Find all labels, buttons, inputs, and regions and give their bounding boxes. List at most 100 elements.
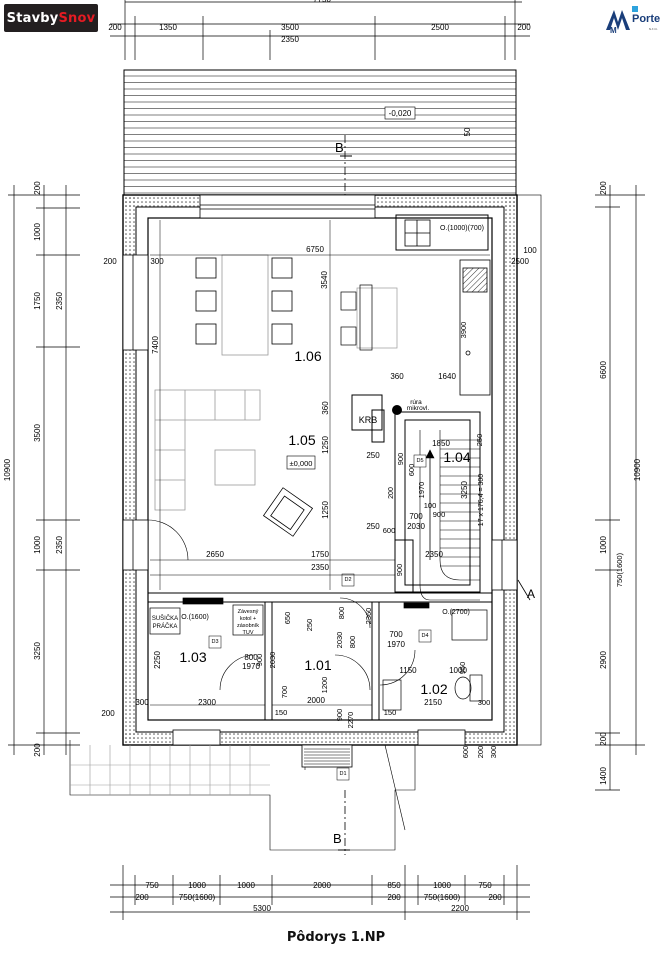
dim-int-360b: 360 xyxy=(321,401,330,415)
bathroom-fixtures xyxy=(382,602,488,711)
fireplace-icon xyxy=(392,405,402,415)
armchair xyxy=(262,487,314,537)
dim-int-250b: 250 xyxy=(366,522,380,531)
dim-int-1250: 1250 xyxy=(321,436,330,454)
dim-low-700b: 700 xyxy=(389,630,403,639)
mporte-logo: M Porte s.r.o. xyxy=(606,6,660,34)
room-1-04: 1.04 xyxy=(443,449,470,465)
dim-low-300b: 300 xyxy=(478,698,491,707)
sofa xyxy=(154,389,261,511)
dim-right-1: 200 xyxy=(599,181,608,195)
dim-low-150b: 150 xyxy=(384,708,397,717)
label-krb: KRB xyxy=(359,415,378,425)
dim-int-100b: 200 xyxy=(388,487,395,499)
label-rura: rúra xyxy=(410,399,422,406)
terrace xyxy=(123,69,517,196)
logo-right-word: Porte xyxy=(632,13,660,25)
label-kotol-1: Závesný xyxy=(238,609,259,615)
dim-low-2360: 2360 xyxy=(364,608,373,625)
dim-int-50: 600 xyxy=(383,526,396,535)
dim-low-300: 300 xyxy=(135,698,149,707)
section-label-top: B xyxy=(335,140,344,155)
door-d4: D4 xyxy=(421,633,428,639)
dim-int-1750: 1750 xyxy=(311,550,329,559)
dim-int-900: 900 xyxy=(396,453,405,466)
section-label-bottom: B xyxy=(333,831,342,846)
stairs-label: 17 x 176,4 = 300 xyxy=(478,474,485,526)
dim-top-6: 2350 xyxy=(281,35,299,44)
label-kotol-2: kotol + xyxy=(240,616,256,622)
dim-bottom-r2-4: 750(1600) xyxy=(424,893,461,902)
windows xyxy=(122,194,518,746)
logo-left-text-2: Snov xyxy=(58,10,96,26)
dim-low-250: 250 xyxy=(305,619,314,632)
top-dimensions xyxy=(110,0,530,60)
logo-left-text-1: Stavby xyxy=(6,10,59,26)
dim-bottom-3: 1000 xyxy=(237,881,255,890)
dim-right-6: 1400 xyxy=(599,767,608,785)
dim-int-700: 700 xyxy=(409,512,423,521)
dim-low-800b: 800 xyxy=(337,607,346,620)
dim-int-1970: 1970 xyxy=(417,482,426,499)
dim-bottom-7: 750 xyxy=(478,881,492,890)
logo-right-letter: M xyxy=(610,26,617,34)
room-1-03: 1.03 xyxy=(179,649,206,665)
dim-int-6750: 6750 xyxy=(306,245,324,254)
dim-int-250c: 250 xyxy=(475,434,484,447)
dining-set xyxy=(195,254,293,356)
dim-low-200: 200 xyxy=(476,746,485,759)
interior-dim-lines xyxy=(150,220,490,706)
dim-low-900: 900 xyxy=(255,654,264,667)
dim-bottom-total-left: 5300 xyxy=(253,904,271,913)
dim-int-2030: 2030 xyxy=(407,522,425,531)
dim-terrace-2500: 50 xyxy=(463,127,472,136)
dim-int-2350b: 2350 xyxy=(425,550,443,559)
dim-left-200: 200 xyxy=(103,257,117,266)
utility-fixtures xyxy=(149,597,264,636)
left-dimensions xyxy=(8,185,80,755)
dim-bottom-6: 1000 xyxy=(433,881,451,890)
dim-int-100: 100 xyxy=(424,501,437,510)
dim-int-600: 600 xyxy=(407,464,416,477)
dim-int-1640: 1640 xyxy=(438,372,456,381)
dim-low-900b: 900 xyxy=(335,709,344,722)
side-table xyxy=(340,284,398,351)
dim-int-2350: 2350 xyxy=(311,563,329,572)
bottom-dimensions xyxy=(110,865,530,920)
room-1-05: 1.05 xyxy=(288,432,315,448)
dim-low-650: 650 xyxy=(283,612,292,625)
dim-int-3250: 3250 xyxy=(460,481,469,499)
dim-low-800c: 800 xyxy=(348,636,357,649)
dim-top-3: 3500 xyxy=(281,23,299,32)
dim-bottom-total-right: 2200 xyxy=(451,904,469,913)
dim-left-mid-2: 2350 xyxy=(55,536,64,554)
dim-bottom-r2-3: 200 xyxy=(387,893,401,902)
dim-right-3: 1000 xyxy=(599,536,608,554)
dim-low-1970: 1970 xyxy=(242,662,260,671)
dim-int-1850: 1850 xyxy=(432,439,450,448)
dim-left-2: 1000 xyxy=(33,223,42,241)
dim-right-mid: 750(1600) xyxy=(615,552,624,587)
dim-bottom-2: 1000 xyxy=(188,881,206,890)
dim-int-900b: 900 xyxy=(433,510,446,519)
dim-low-150: 150 xyxy=(275,708,288,717)
dim-bottom-5: 850 xyxy=(387,881,401,890)
door-d2: D2 xyxy=(344,577,351,583)
dim-bottom-r2-2: 750(1600) xyxy=(179,893,216,902)
door-d5: D5 xyxy=(416,458,423,464)
dim-low-1970b: 1970 xyxy=(387,640,405,649)
dim-int-300: 300 xyxy=(150,257,164,266)
room-1-02: 1.02 xyxy=(420,681,447,697)
dim-int-2650: 2650 xyxy=(206,550,224,559)
section-label-a: A xyxy=(527,587,535,601)
stavby-snov-logo: Stavby Snov xyxy=(4,4,98,32)
door-tags xyxy=(208,454,432,781)
dim-bottom-1: 750 xyxy=(145,881,159,890)
dim-low-2150: 2150 xyxy=(424,698,442,707)
dim-low-2030b: 2030 xyxy=(335,632,344,649)
opening-1: O.(1000)(700) xyxy=(440,225,484,232)
dim-bottom-r2-1: 200 xyxy=(135,893,149,902)
room-1-01: 1.01 xyxy=(304,657,331,673)
right-dimensions xyxy=(595,185,645,791)
